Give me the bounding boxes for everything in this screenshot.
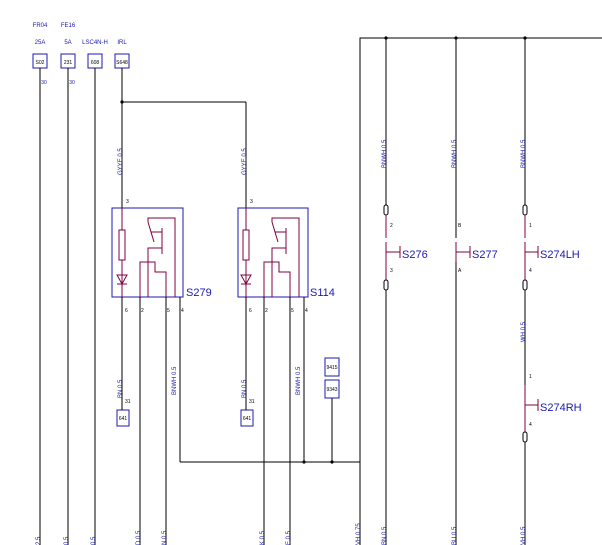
bottom-label: E 0.5 [286, 530, 292, 545]
bottom-label: 2.5 [36, 536, 42, 545]
source-pin: 30 [69, 80, 75, 86]
coil-symbol [242, 229, 250, 261]
wire-label: GYYE 0.5 [118, 148, 124, 175]
source-name: FR04 [33, 23, 48, 29]
contact-symbol [271, 247, 286, 297]
ground-connector [240, 409, 254, 427]
source-rating: 5A [64, 40, 71, 46]
source-name: FE16 [61, 23, 76, 29]
pin-label: 4 [181, 308, 184, 314]
switch-s274rh: WH 0.5 1 S274RH 4 [521, 321, 582, 545]
wire-label: BNWH 0.5 [382, 139, 388, 168]
junction-top: 9415 [326, 365, 337, 371]
switch-s276: BNWH 0.5 2 S276 3 [382, 38, 428, 545]
wire-label: BNWH 0.5 [452, 139, 458, 168]
switch-name: S274LH [540, 249, 580, 261]
wire-label: BNWH 0.5 [172, 366, 178, 395]
connector-id: 231 [64, 60, 73, 66]
pin-label: 6 [249, 308, 252, 314]
bottom-label: 0.5 [64, 536, 70, 545]
source-irl: IRL S648 [114, 40, 130, 69]
connector-id: 608 [91, 60, 100, 66]
junction-connector: 9415 9343 [324, 357, 340, 399]
pin-label: 4 [305, 308, 308, 314]
pin-label: 2 [141, 308, 144, 314]
wire-label: BN 0.5 [242, 379, 248, 398]
relay-s114: GYYE 0.5 3 S114 6 2 5 4 BN 0.5 BNWH 0.5 … [237, 148, 335, 427]
bottom-label: VH 0.75 [356, 523, 362, 545]
pin-label: 3 [126, 199, 129, 205]
splice-dot [120, 100, 124, 104]
ground-connector [116, 409, 130, 427]
switch-s274lh: BNWH 0.5 1 S274LH 4 [521, 38, 580, 385]
source-name: LSC4N-H [82, 40, 108, 46]
pin-label: 1 [529, 223, 532, 229]
relay-box [237, 207, 309, 298]
relay-name: S279 [186, 287, 212, 299]
wire-label: BNWH 0.5 [296, 366, 302, 395]
connector-id: S648 [116, 60, 128, 66]
pin-label: 6 [125, 308, 128, 314]
bottom-label: 0.5 [91, 536, 97, 545]
bottom-label: BN 0.5 [382, 526, 388, 545]
pin-label: 1 [529, 374, 532, 380]
source-name: IRL [117, 40, 127, 46]
bottom-label: BU 0.5 [452, 526, 458, 545]
switch-name: S274RH [540, 402, 582, 414]
coil-symbol [118, 229, 126, 261]
pin-label: 2 [390, 223, 393, 229]
pin-label: 5 [291, 308, 294, 314]
wire-label: BNWH 0.5 [521, 139, 527, 168]
switch-s277: BNWH 0.5 B S277 A [452, 38, 498, 545]
switch-name: S277 [472, 249, 498, 261]
relay-name: S114 [310, 287, 335, 299]
pin-label: A [458, 268, 462, 274]
pin-label: 31 [125, 399, 131, 405]
wire-label: BN 0.5 [118, 379, 124, 398]
source-rating: 25A [35, 40, 46, 46]
connector-id: S02 [36, 60, 45, 66]
pin-label: 3 [250, 199, 253, 205]
wire-label: WH 0.5 [521, 321, 527, 342]
pin-label: 4 [529, 268, 532, 274]
bottom-label: K 0.5 [260, 530, 266, 545]
pin-label: 3 [390, 268, 393, 274]
junction-bottom: 9343 [326, 387, 337, 393]
ground-id: 641 [119, 416, 128, 422]
relay-s279: GYYE 0.5 3 S279 6 2 5 4 BN 0.5 BNWH 0.5 … [111, 148, 212, 427]
switch-name: S276 [402, 249, 428, 261]
pin-label: B [458, 223, 462, 229]
switch-bus [359, 37, 602, 545]
pin-label: 5 [167, 308, 170, 314]
source-pin: 30 [41, 80, 47, 86]
bottom-label: D 0.5 [136, 530, 142, 545]
pin-label: 31 [249, 399, 255, 405]
bottom-wire-labels: 2.5 0.5 0.5 D 0.5 N 0.5 K 0.5 E 0.5 VH 0… [36, 523, 527, 545]
pin-label: 4 [529, 422, 532, 428]
wire-label: GYYE 0.5 [242, 148, 248, 175]
ground-id: 641 [243, 416, 252, 422]
source-lsc4n-h: LSC4N-H 608 [82, 40, 108, 69]
bottom-label: N 0.5 [162, 530, 168, 545]
contact-symbol [147, 247, 162, 297]
pin-label: 2 [265, 308, 268, 314]
bottom-label: VH 0.5 [521, 526, 527, 545]
